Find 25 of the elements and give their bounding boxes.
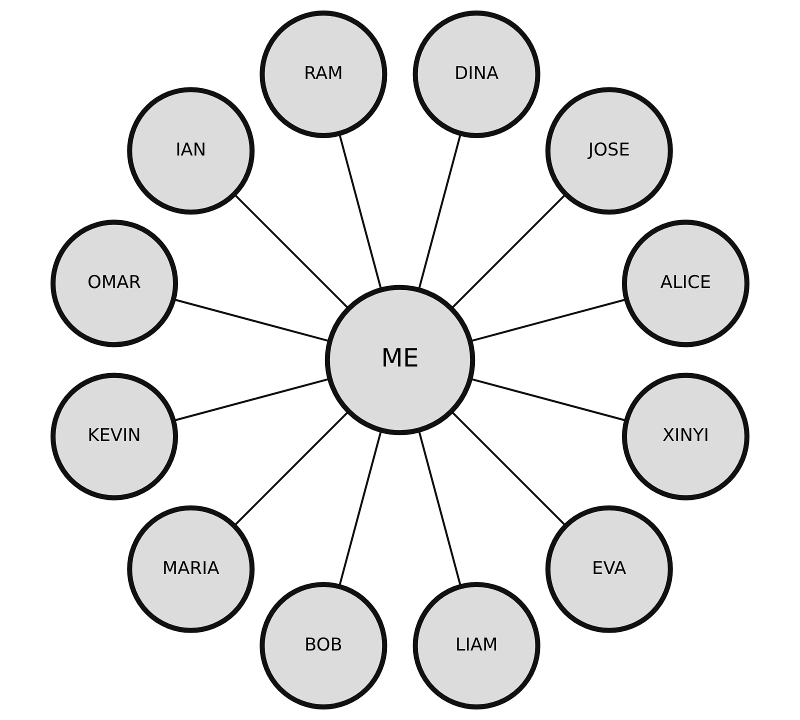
connector: [470, 378, 627, 422]
node-circle: MARIA: [127, 505, 255, 633]
connector: [418, 133, 462, 290]
node-circle: OMAR: [50, 220, 178, 348]
connector: [450, 193, 567, 310]
node-circle: ALICE: [622, 220, 750, 348]
connector: [450, 410, 567, 527]
node-circle: KEVIN: [50, 372, 178, 500]
connector: [418, 430, 462, 587]
node-circle: XINYI: [622, 372, 750, 500]
connector: [470, 298, 627, 342]
connector: [173, 298, 330, 342]
node-circle: LIAM: [412, 582, 540, 710]
node-circle: RAM: [260, 10, 388, 138]
connector: [233, 410, 350, 527]
connector: [338, 133, 382, 290]
node-circle: JOSE: [545, 87, 673, 215]
node-circle: ME: [324, 284, 476, 436]
connector: [173, 378, 330, 422]
node-circle: BOB: [260, 582, 388, 710]
node-circle: EVA: [545, 505, 673, 633]
node-circle: IAN: [127, 87, 255, 215]
node-circle: DINA: [412, 10, 540, 138]
connector: [338, 430, 382, 587]
connector: [233, 193, 350, 310]
